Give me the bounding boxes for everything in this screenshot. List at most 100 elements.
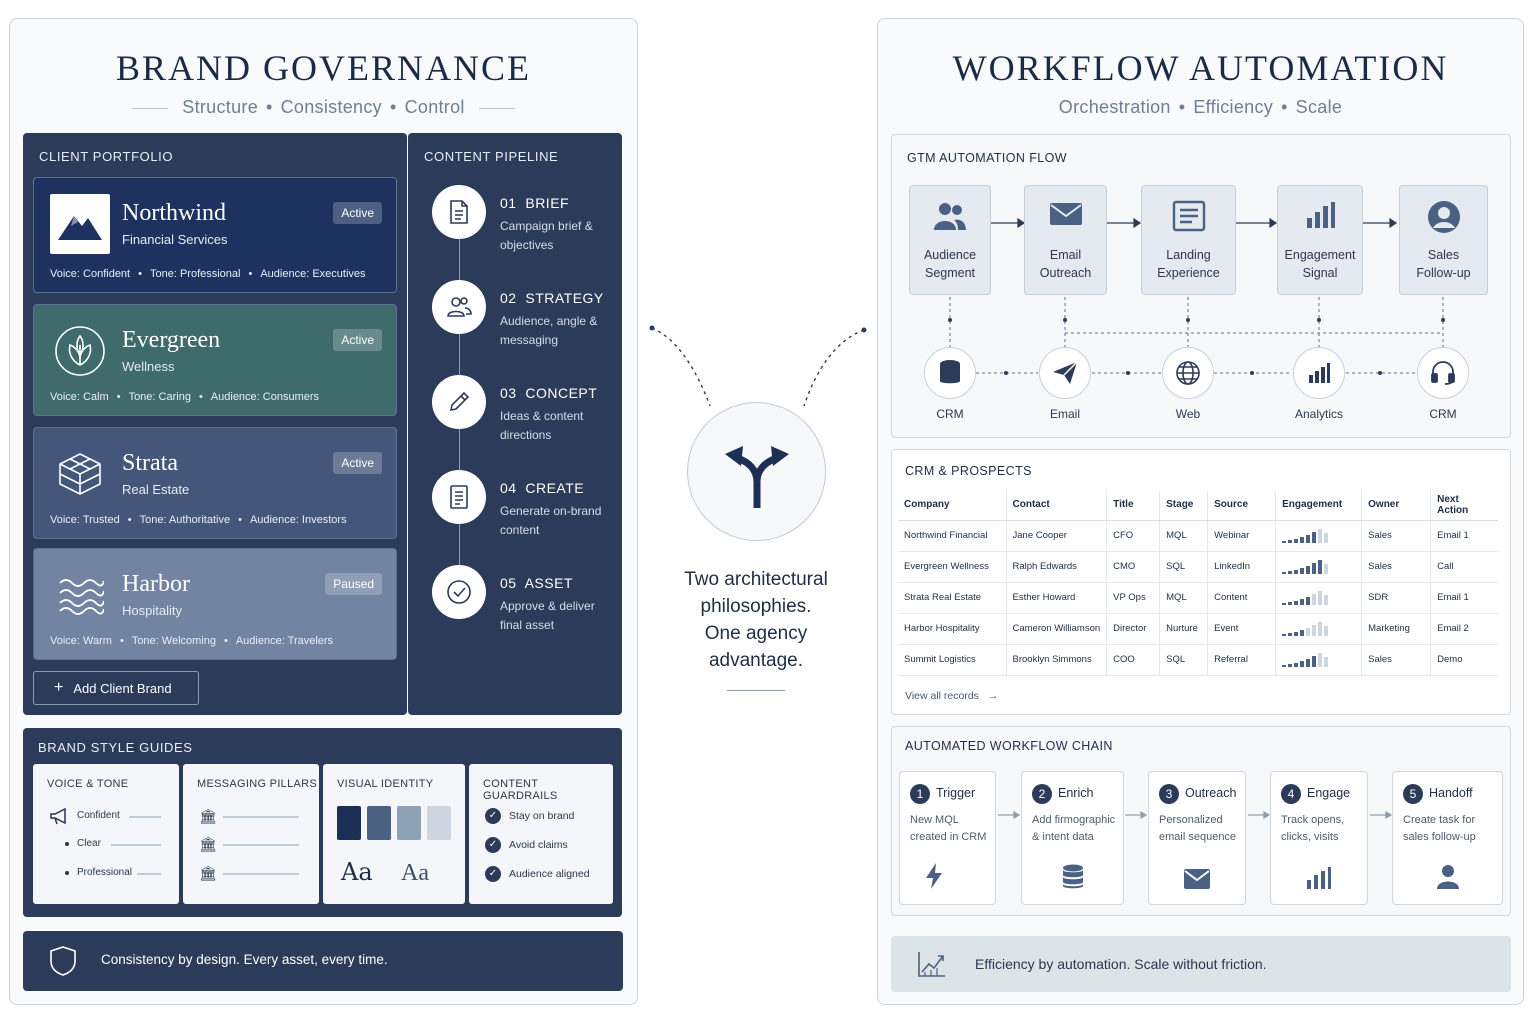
crm-database-icon[interactable] xyxy=(924,347,976,399)
engagement-bar xyxy=(1312,531,1317,543)
step-title: 04 CREATE xyxy=(500,480,585,496)
engagement-bar xyxy=(1324,594,1329,605)
cell-next-action: Demo xyxy=(1430,644,1498,676)
arrow-right-icon: → xyxy=(987,690,999,702)
shield-icon xyxy=(49,945,77,982)
tagline-divider xyxy=(727,690,785,691)
col-source[interactable]: Source xyxy=(1207,490,1276,521)
chain-step-enrich[interactable]: 2 Enrich Add firmographic& intent data xyxy=(1021,771,1124,905)
tagline-line: advantage. xyxy=(708,650,804,671)
globe-icon[interactable] xyxy=(1162,347,1214,399)
engagement-bar xyxy=(1288,632,1293,636)
client-card-northwind[interactable]: Northwind Financial Services Active Voic… xyxy=(33,177,397,293)
step-desc: Add firmographic& intent data xyxy=(1032,812,1115,846)
cell-company: Evergreen Wellness xyxy=(898,551,1006,583)
engagement-bars xyxy=(1282,559,1329,574)
col-owner[interactable]: Owner xyxy=(1361,490,1431,521)
chain-step-engage[interactable]: 4 Engage Track opens,clicks, visits xyxy=(1270,771,1368,905)
step-desc: Ideas & content directions xyxy=(500,409,584,442)
client-name: Harbor xyxy=(122,571,190,597)
analytics-icon[interactable] xyxy=(1293,347,1345,399)
col-engagement[interactable]: Engagement xyxy=(1275,490,1362,521)
content-pipeline: CONTENT PIPELINE 01 BRIEF Campaign brief… xyxy=(408,133,622,715)
col-title[interactable]: Title xyxy=(1106,490,1160,521)
tool-label: CRM xyxy=(936,407,964,421)
client-card-strata[interactable]: Strata Real Estate Active Voice: Trusted… xyxy=(33,427,397,539)
subtitle-scale: Scale xyxy=(1295,97,1343,117)
col-contact[interactable]: Contact xyxy=(1005,490,1107,521)
col-next-action[interactable]: Next Action xyxy=(1430,490,1498,521)
subtitle-orchestration: Orchestration xyxy=(1058,97,1171,117)
step-title: 03 CONCEPT xyxy=(500,385,598,401)
col-company[interactable]: Company xyxy=(898,490,1006,521)
engagement-bar xyxy=(1324,656,1329,667)
crm-table: Company Contact Title Stage Source Engag… xyxy=(898,490,1498,676)
guide-title: CONTENT GUARDRAILS xyxy=(483,778,558,802)
brand-style-guides: BRAND STYLE GUIDES VOICE & TONE Confiden… xyxy=(23,728,622,917)
cell-contact: Jane Cooper xyxy=(1005,520,1107,552)
engagement-bar xyxy=(1288,663,1293,667)
voice-text: Voice: Trusted xyxy=(50,514,120,526)
pipeline-step-asset[interactable]: 05 ASSET Approve & deliver final asset xyxy=(422,565,622,645)
pipeline-step-brief[interactable]: 01 BRIEF Campaign brief & objectives xyxy=(422,185,622,265)
engagement-bar xyxy=(1294,569,1299,574)
pencil-icon xyxy=(432,375,486,429)
step-title: 05 ASSET xyxy=(500,575,573,591)
pipeline-step-strategy[interactable]: 02 STRATEGY Audience, angle & messaging xyxy=(422,280,622,360)
chain-label: AUTOMATED WORKFLOW CHAIN xyxy=(905,739,1113,753)
engagement-bar xyxy=(1306,565,1311,574)
voice-item: Confident xyxy=(77,810,120,821)
visual-identity-guide[interactable]: VISUAL IDENTITY Aa Aa xyxy=(323,764,465,904)
cell-stage: MQL xyxy=(1159,582,1208,614)
brand-style-guides-label: BRAND STYLE GUIDES xyxy=(38,740,193,755)
view-all-label: View all records xyxy=(905,690,979,702)
bullet-dot xyxy=(65,871,69,875)
content-pipeline-label: CONTENT PIPELINE xyxy=(424,149,559,164)
type-sample-alt: Aa xyxy=(401,860,429,886)
fork-icon xyxy=(687,402,826,541)
brand-governance-title: BRAND GOVERNANCE xyxy=(115,48,531,88)
engagement-bar xyxy=(1300,567,1305,574)
client-card-evergreen[interactable]: Evergreen Wellness Active Voice: Calm•To… xyxy=(33,304,397,416)
voice-tone-guide[interactable]: VOICE & TONE Confident Clear Professiona… xyxy=(33,764,179,904)
pipeline-step-create[interactable]: 04 CREATE Generate on-brand content xyxy=(422,470,622,550)
engagement-bar xyxy=(1288,570,1293,574)
view-all-records-link[interactable]: View all records → xyxy=(905,690,998,702)
type-sample-serif: Aa xyxy=(341,858,373,886)
cell-next-action: Call xyxy=(1430,551,1498,583)
voice-text: Voice: Confident xyxy=(50,268,131,280)
subtitle-efficiency: Efficiency xyxy=(1193,97,1274,117)
messaging-pillars-guide[interactable]: MESSAGING PILLARS 🏛 🏛 🏛 xyxy=(183,764,319,904)
col-stage[interactable]: Stage xyxy=(1159,490,1208,521)
client-card-harbor[interactable]: Harbor Hospitality Paused Voice: Warm•To… xyxy=(33,548,397,660)
voice-item-line xyxy=(137,873,161,875)
engagement-bar xyxy=(1312,624,1317,636)
status-badge: Active xyxy=(333,329,382,351)
engagement-bar xyxy=(1288,539,1293,543)
engagement-bar xyxy=(1306,627,1311,636)
add-client-brand-button[interactable]: +Add Client Brand xyxy=(33,671,199,705)
user-icon xyxy=(1393,864,1502,890)
engagement-bar xyxy=(1282,540,1287,543)
content-guardrails-guide[interactable]: CONTENT GUARDRAILS ✓ Stay on brand ✓ Avo… xyxy=(469,764,613,904)
email-send-icon[interactable] xyxy=(1039,347,1091,399)
cell-owner: Sales xyxy=(1361,551,1431,583)
voice-item-line xyxy=(129,816,161,818)
tool-label: Analytics xyxy=(1294,407,1344,421)
headset-icon[interactable] xyxy=(1417,347,1469,399)
pipeline-step-concept[interactable]: 03 CONCEPT Ideas & content directions xyxy=(422,375,622,455)
cube-icon xyxy=(50,444,110,504)
